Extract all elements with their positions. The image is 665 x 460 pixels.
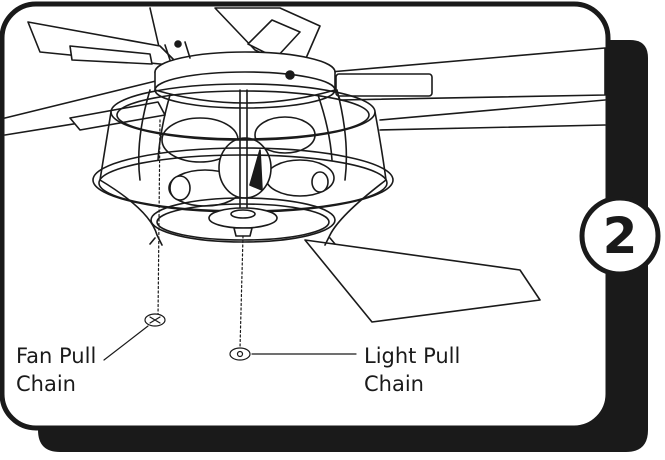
blade-bottom bbox=[304, 239, 541, 323]
light-pull-chain bbox=[229, 235, 251, 361]
step-circle bbox=[579, 195, 661, 277]
fan-label-line-2: Chain bbox=[16, 372, 76, 396]
step-number: 2 bbox=[602, 207, 638, 265]
fan-label-line-1: Fan Pull bbox=[16, 344, 97, 368]
light-label-line-1: Light Pull bbox=[364, 344, 461, 368]
fan-label-leader bbox=[103, 325, 149, 361]
fan-pull-chain bbox=[144, 119, 166, 327]
fan-pull-chain-label: Fan Pull Chain bbox=[16, 342, 96, 398]
fan-drawing bbox=[4, 7, 606, 361]
light-pull-chain-label: Light Pull Chain bbox=[364, 342, 460, 398]
light-label-line-2: Chain bbox=[364, 372, 424, 396]
